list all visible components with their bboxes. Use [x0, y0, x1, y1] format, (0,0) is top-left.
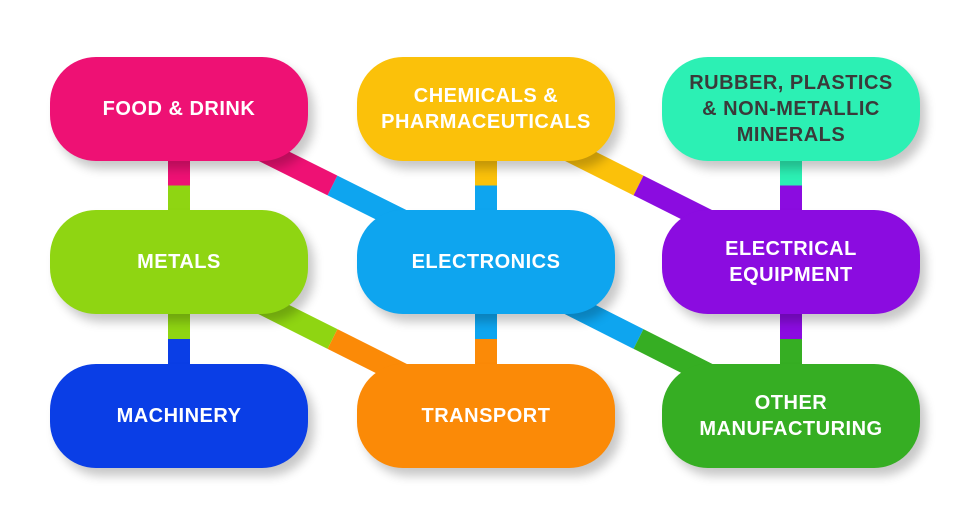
node-machinery: MACHINERY	[50, 364, 308, 468]
node-label-chemicals: CHEMICALS & PHARMACEUTICALS	[381, 85, 591, 133]
node-electrical: ELECTRICAL EQUIPMENT	[662, 210, 920, 314]
node-label-other: OTHER MANUFACTURING	[699, 392, 883, 440]
node-label-electronics: ELECTRONICS	[411, 251, 561, 273]
node-label-food-drink: FOOD & DRINK	[102, 98, 256, 120]
node-other: OTHER MANUFACTURING	[662, 364, 920, 468]
node-transport: TRANSPORT	[357, 364, 615, 468]
node-electronics: ELECTRONICS	[357, 210, 615, 314]
node-label-metals: METALS	[137, 251, 221, 273]
node-metals: METALS	[50, 210, 308, 314]
node-rubber: RUBBER, PLASTICS & NON-METALLIC MINERALS	[662, 57, 920, 161]
node-chemicals: CHEMICALS & PHARMACEUTICALS	[357, 57, 615, 161]
node-label-rubber: RUBBER, PLASTICS & NON-METALLIC MINERALS	[689, 72, 893, 146]
node-food-drink: FOOD & DRINK	[50, 57, 308, 161]
node-label-transport: TRANSPORT	[421, 405, 551, 427]
node-label-machinery: MACHINERY	[116, 405, 242, 427]
node-label-electrical: ELECTRICAL EQUIPMENT	[725, 238, 857, 286]
